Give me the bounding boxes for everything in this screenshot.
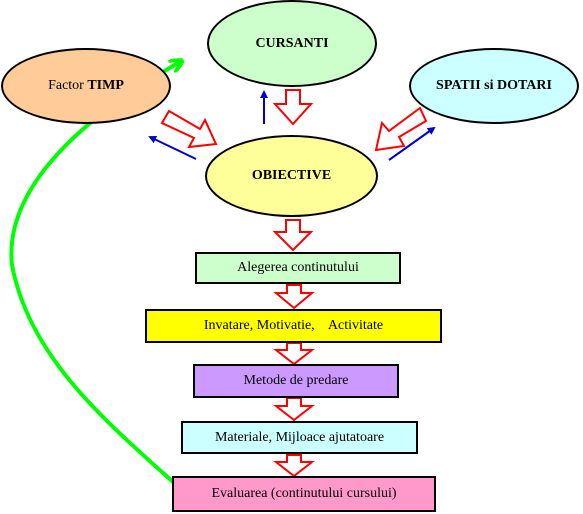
step-metode-de-predare: Metode de predare (193, 364, 399, 398)
block-arrow-materiale-evaluarea (273, 454, 315, 478)
step-label: Evaluarea (continutului cursului) (211, 486, 397, 501)
feedback-arrow (9, 62, 182, 492)
node-factor-timp: Factor TIMP (1, 48, 171, 124)
block-arrow-spatii-dotari (374, 106, 428, 152)
step-label: Invatare, Motivatie, Activitate (203, 318, 384, 333)
node-cursanti-label: CURSANTI (255, 35, 329, 51)
block-arrow-cursanti (272, 89, 314, 126)
node-obiective: OBIECTIVE (205, 135, 378, 217)
block-arrow-metode-materiale (273, 397, 315, 422)
block-arrow-invatare-metode (273, 342, 315, 366)
thin-arrow-spatii-dotari (388, 126, 436, 161)
node-spatii-dotari-label: SPATII si DOTARI (436, 78, 552, 93)
node-spatii-dotari: SPATII si DOTARI (409, 48, 579, 124)
step-alegerea-continutului: Alegerea continutului (195, 252, 401, 284)
step-evaluarea: Evaluarea (continutului cursului) (172, 476, 436, 512)
block-arrow-alegerea-invatare (273, 284, 315, 310)
node-cursanti: CURSANTI (207, 0, 377, 87)
block-arrow-factor-timp (160, 109, 218, 149)
node-factor-timp-bold: TIMP (87, 78, 124, 93)
thin-arrow-factor-timp (148, 135, 197, 160)
step-label: Alegerea continutului (237, 260, 359, 275)
step-label: Metode de predare (243, 373, 349, 388)
step-label: Materiale, Mijloace ajutatoare (214, 429, 385, 445)
node-obiective-label: OBIECTIVE (251, 168, 332, 183)
step-invatare-motivatie-activitate: Invatare, Motivatie, Activitate (145, 309, 442, 343)
block-arrow-obiective-alegerea (272, 219, 314, 252)
step-materiale-mijloace: Materiale, Mijloace ajutatoare (181, 421, 418, 454)
node-factor-timp-label: Factor TIMP (48, 78, 124, 94)
node-factor-timp-prefix: Factor (48, 78, 88, 93)
